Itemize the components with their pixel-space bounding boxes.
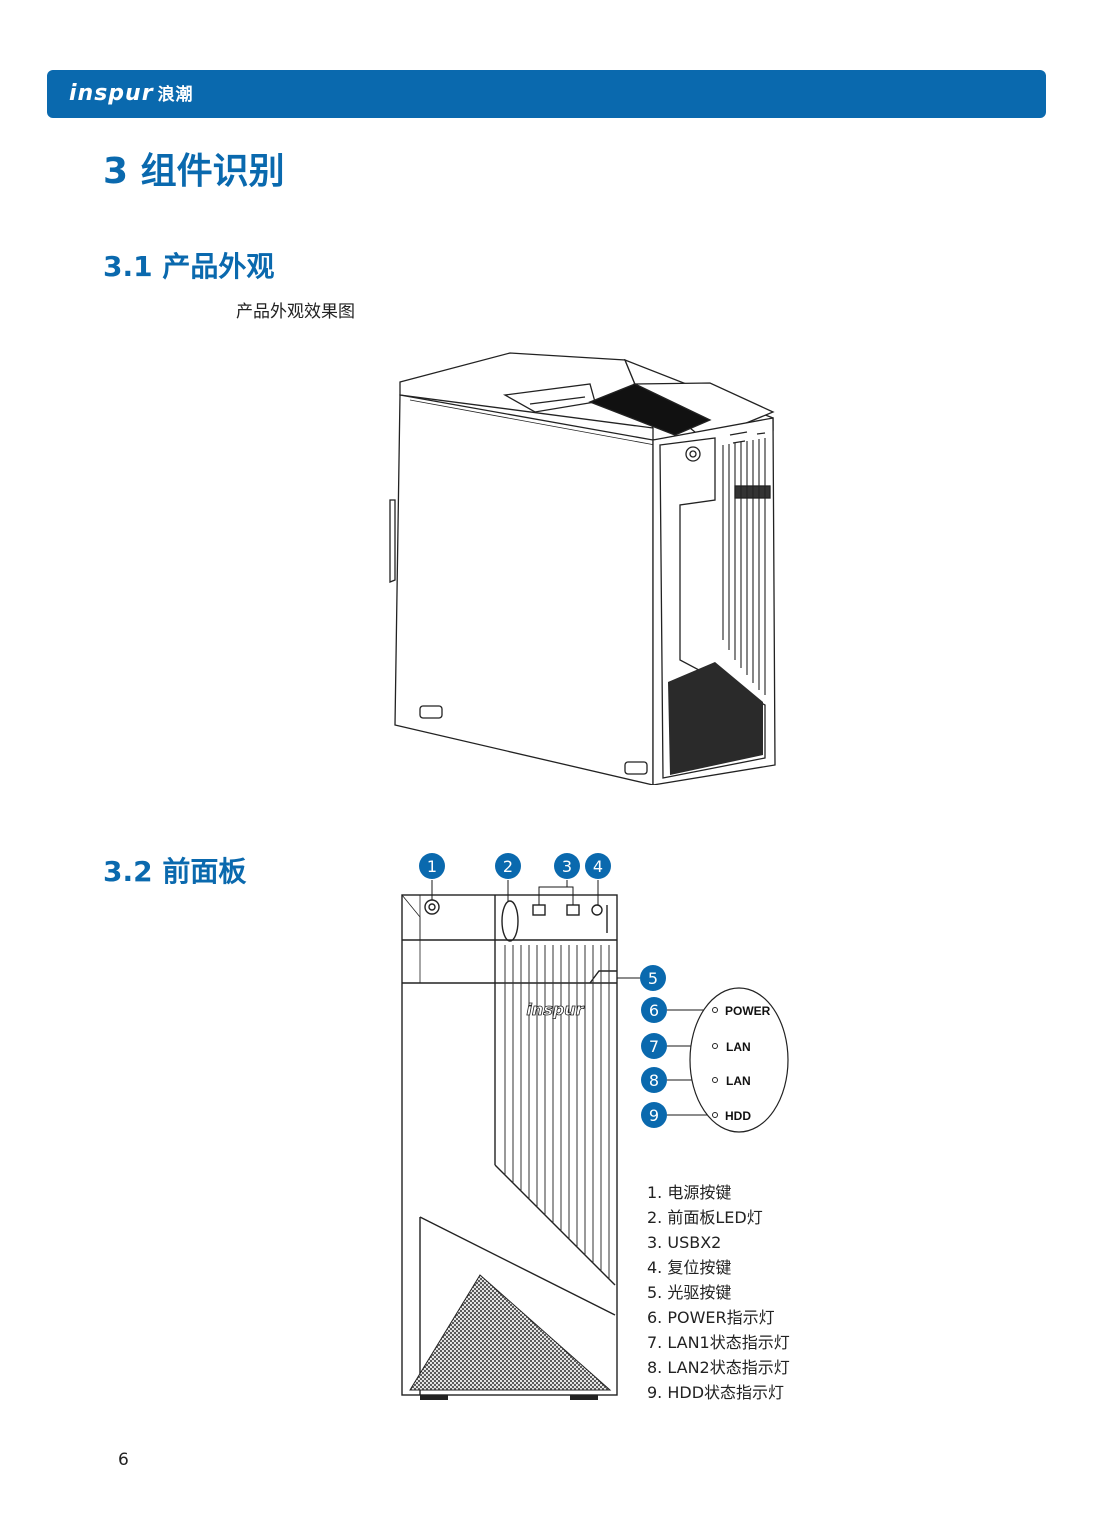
reset-button (591, 904, 603, 916)
panel-logo: inspur (526, 1000, 584, 1019)
front-panel-diagram: inspur 1 2 3 4 5 6 7 8 9 (401, 853, 789, 1400)
led-label-lan1: LAN (726, 1040, 751, 1054)
page-number: 6 (118, 1450, 129, 1470)
figure-caption: 产品外观效果图 (236, 302, 355, 322)
section-title: 3 组件识别 (103, 151, 285, 192)
legend-item: 8. LAN2状态指示灯 (647, 1358, 790, 1377)
brand-name: inspur (69, 81, 154, 106)
callout-6-label: 6 (649, 1001, 659, 1020)
lan1-led (712, 1043, 718, 1049)
legend-item: 3. USBX2 (647, 1233, 722, 1252)
callout-8-label: 8 (649, 1071, 659, 1090)
led-cluster (501, 900, 519, 942)
callout-4: 4 (585, 853, 611, 879)
callout-4-label: 4 (593, 857, 603, 876)
power-led (712, 1007, 718, 1013)
component-legend: 1. 电源按键 2. 前面板LED灯 3. USBX2 4. 复位按键 5. 光… (647, 1180, 790, 1405)
led-zoom (689, 987, 789, 1133)
callout-9: 9 (641, 1102, 667, 1128)
callout-5-label: 5 (648, 969, 658, 988)
brand-name-cn: 浪潮 (157, 85, 194, 105)
callout-7-label: 7 (649, 1037, 659, 1056)
callout-3: 3 (554, 853, 580, 879)
led-label-hdd: HDD (725, 1109, 751, 1123)
callout-1-label: 1 (427, 857, 437, 876)
led-label-power: POWER (725, 1004, 771, 1018)
legend-item: 7. LAN1状态指示灯 (647, 1333, 790, 1352)
legend-item: 1. 电源按键 (647, 1183, 732, 1202)
subsection-title-front-panel: 3.2 前面板 (103, 855, 247, 888)
callout-1: 1 (419, 853, 445, 879)
lan2-led (712, 1077, 718, 1083)
subsection-title-appearance: 3.1 产品外观 (103, 250, 275, 283)
callout-5: 5 (640, 965, 666, 991)
front-mesh (409, 1274, 612, 1391)
legend-item: 9. HDD状态指示灯 (647, 1383, 785, 1402)
callout-2-label: 2 (503, 857, 513, 876)
callout-2: 2 (495, 853, 521, 879)
callout-8: 8 (641, 1067, 667, 1093)
callout-7: 7 (641, 1033, 667, 1059)
led-label-lan2: LAN (726, 1074, 751, 1088)
product-appearance-illustration (389, 352, 776, 785)
legend-item: 2. 前面板LED灯 (647, 1208, 763, 1227)
callout-3-label: 3 (562, 857, 572, 876)
hdd-led (712, 1112, 718, 1118)
legend-item: 4. 复位按键 (647, 1258, 732, 1277)
callout-6: 6 (641, 997, 667, 1023)
legend-item: 5. 光驱按键 (647, 1283, 732, 1302)
legend-item: 6. POWER指示灯 (647, 1308, 775, 1327)
callout-9-label: 9 (649, 1106, 659, 1125)
